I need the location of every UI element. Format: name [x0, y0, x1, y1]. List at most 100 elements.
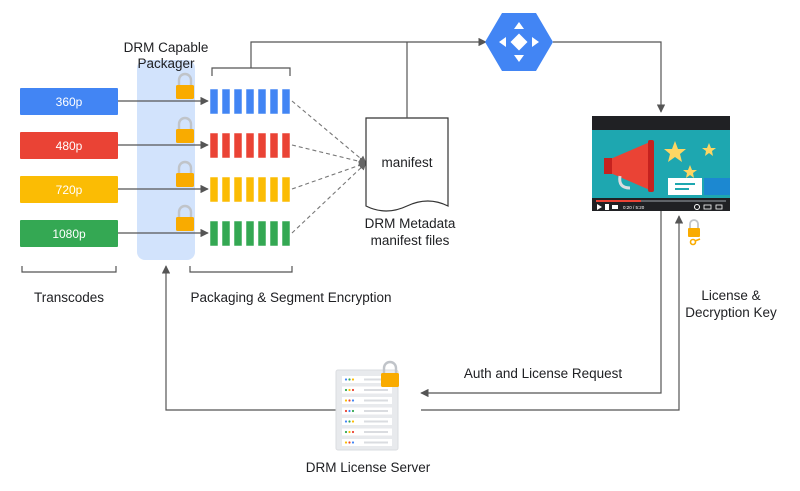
arrow-cloud-to-player: [553, 41, 666, 113]
star-icon: [664, 141, 686, 162]
volume-icon[interactable]: [612, 205, 618, 209]
video-player: 0:20 / 5:20: [592, 116, 730, 211]
star-icon: [683, 165, 697, 178]
server-led: [348, 378, 351, 381]
encrypted-segment: [245, 176, 255, 203]
encrypted-segment: [221, 88, 231, 115]
server-led: [351, 378, 355, 381]
transcode-label: 720p: [56, 183, 83, 197]
packager-title-line2: Packager: [137, 56, 195, 71]
encrypted-segment: [209, 88, 219, 115]
server-slot-line: [364, 420, 388, 423]
license-server-label: DRM License Server: [306, 460, 431, 475]
transcode-box: [20, 176, 118, 203]
server-slot-line: [364, 399, 388, 402]
encrypted-segment: [209, 176, 219, 203]
play-icon[interactable]: [597, 204, 602, 210]
player-progress-track[interactable]: [596, 200, 726, 202]
arrow-segments-to-cloud: [250, 37, 487, 68]
settings-icon[interactable]: [694, 204, 700, 210]
server-led: [344, 420, 348, 423]
encrypted-segment: [233, 88, 243, 115]
server-led: [348, 409, 351, 413]
theater-icon[interactable]: [703, 204, 712, 210]
encrypted-segment: [257, 88, 267, 115]
auth-request-label: Auth and License Request: [464, 366, 623, 381]
padlock-icon: [379, 360, 401, 389]
server-led: [344, 399, 348, 402]
dashed-segment-to-manifest: [291, 100, 367, 164]
license-key-label-line1: License &: [701, 288, 760, 303]
transcode-label: 360p: [56, 95, 83, 109]
encrypted-segment: [269, 88, 279, 115]
transcode-label: 480p: [56, 139, 83, 153]
manifest-doc-label: manifest: [381, 155, 432, 170]
server-led: [351, 409, 355, 413]
arrow-license-server-to-packager: [161, 265, 336, 411]
player-side-panel: [704, 178, 730, 195]
server-led: [348, 388, 351, 392]
encrypted-segment: [221, 220, 231, 247]
transcodes-bracket: [21, 266, 117, 273]
star-icon: [702, 143, 716, 156]
player-progress-fill: [596, 200, 641, 202]
encrypted-segment: [233, 176, 243, 203]
transcode-720p: 720p: [20, 176, 118, 203]
server-slot-line: [364, 389, 388, 391]
transcode-box: [20, 220, 118, 247]
arrow-license-server-to-player: [421, 244, 680, 411]
dashed-segment-to-manifest: [291, 144, 367, 166]
server-slot-line: [364, 441, 388, 444]
server-led: [351, 441, 355, 444]
encrypted-segment: [257, 176, 267, 203]
key-icon: [688, 219, 701, 246]
encrypted-segment: [281, 220, 291, 247]
dashed-segment-to-manifest: [291, 161, 367, 190]
server-slot-line: [364, 431, 388, 433]
encrypted-segment: [281, 132, 291, 159]
transcode-1080p: 1080p: [20, 220, 118, 247]
manifest-caption-line2: manifest files: [371, 233, 450, 248]
manifest-document: [365, 117, 449, 212]
encrypted-segment: [269, 132, 279, 159]
server-led: [348, 441, 351, 444]
skip-icon[interactable]: [605, 204, 609, 210]
server-led: [351, 420, 355, 423]
encrypted-segment: [281, 88, 291, 115]
server-led: [351, 399, 355, 402]
packaging-label: Packaging & Segment Encryption: [190, 290, 391, 305]
segment-rows: [209, 88, 291, 247]
segments-top-bracket: [211, 67, 291, 76]
server-led: [348, 420, 351, 423]
server-led: [348, 430, 351, 434]
encrypted-segment: [245, 88, 255, 115]
server-led: [344, 378, 348, 381]
transcode-label: 1080p: [52, 227, 86, 241]
megaphone-icon: [604, 140, 654, 192]
server-led: [344, 388, 348, 392]
encrypted-segment: [257, 132, 267, 159]
server-led: [344, 409, 348, 413]
transcodes-label: Transcodes: [34, 290, 104, 305]
encrypted-segment: [269, 176, 279, 203]
transcode-box: [20, 88, 118, 115]
cloud-cdn-hexagon-icon: [485, 13, 553, 71]
license-key-label-line2: Decryption Key: [685, 305, 777, 320]
encrypted-segment: [233, 132, 243, 159]
encrypted-segment: [245, 220, 255, 247]
encrypted-segment: [269, 220, 279, 247]
encrypted-segment: [281, 176, 291, 203]
segments-bottom-bracket: [189, 266, 293, 273]
server-led: [344, 430, 348, 434]
encrypted-segment: [257, 220, 267, 247]
server-led: [348, 399, 351, 402]
encrypted-segment: [209, 132, 219, 159]
server-slot-line: [364, 378, 388, 381]
player-caption-box: [668, 178, 702, 195]
packager-title-line1: DRM Capable: [124, 40, 209, 55]
encrypted-segment: [221, 176, 231, 203]
fullscreen-icon[interactable]: [715, 204, 723, 210]
server-rack-icon: [335, 369, 399, 451]
server-slot-line: [364, 410, 388, 412]
